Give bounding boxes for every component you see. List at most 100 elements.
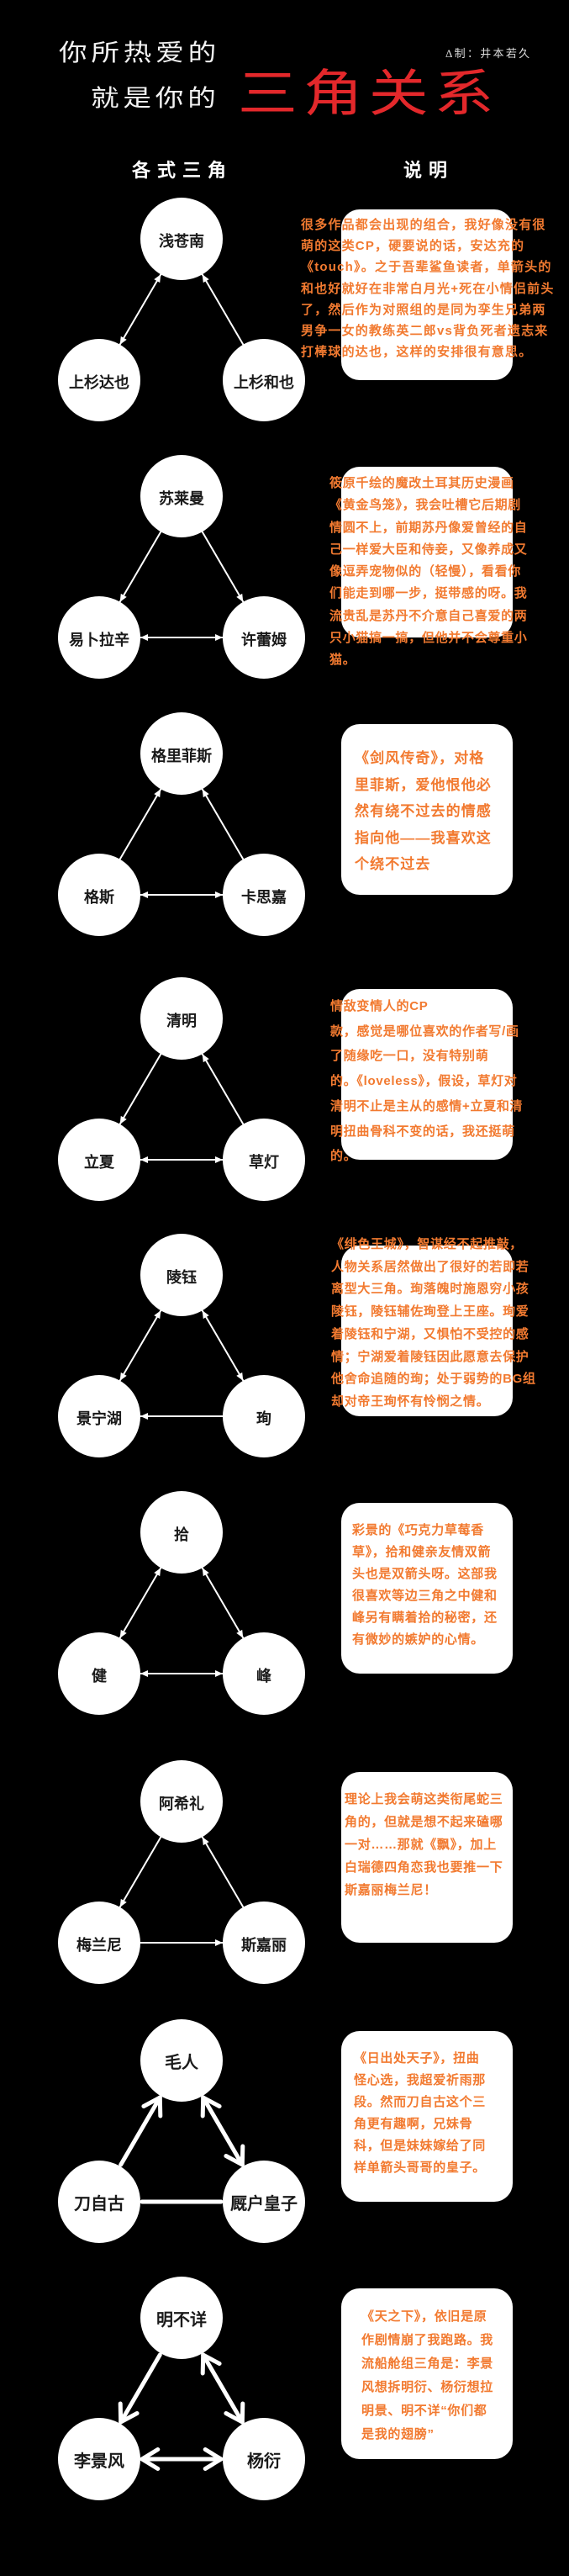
arrowhead-icon [140,1156,148,1163]
description-line: 段。然而刀自古这个三 [354,2095,487,2109]
character-node-left: 梅兰尼 [58,1902,140,1984]
character-name-right: 杨衍 [247,2452,281,2471]
character-node-top: 拾 [140,1491,223,1574]
description-card [341,1503,513,1674]
edge-top-left [119,273,162,346]
arrowhead-icon [119,1115,127,1124]
relationship-edges [119,1053,245,1163]
edge-top-right [201,1309,245,1382]
arrowhead-icon [202,1054,209,1063]
edge-line [201,2095,245,2167]
description-card [341,724,513,895]
title-line-2: 就是你的 [91,86,220,112]
relationship-edges [118,2352,245,2471]
description-line: 情敌变情人的CP [330,999,429,1013]
character-node-top: 格里菲斯 [140,712,223,795]
edge-line [119,531,162,603]
character-node-left: 上杉达也 [58,339,140,421]
description-line: 了，然后作为对照组的是同为孪生兄弟两 [301,302,546,317]
description-card [341,467,513,637]
edge-line [119,2352,162,2425]
description-line: 情圆不上，前期苏丹像爱曾经的自 [329,520,528,535]
edge-top-right [201,531,245,603]
description-line: 明景、明不详“你们都 [361,2404,487,2418]
description-line: 清明不止是主从的感情+立夏和清 [330,1098,524,1113]
edge-line [119,1309,162,1382]
description-text: 理论上我会萌这类衔尾蛇三角的，但就是想不起来磕哪一对……那就《飘》，加上白瑞德四… [345,1788,503,1902]
triangle-section: 阿希礼 梅兰尼 斯嘉丽 理论上我会萌这类衔尾蛇三角的，但就是想不起来磕哪一对……… [0,1751,569,2003]
arrowhead-icon [202,789,209,798]
character-name-right: 卡思嘉 [241,888,287,906]
arrowhead-icon [154,789,161,798]
description-line: 《日出处天子》，扭曲 [354,2051,480,2066]
character-name-left: 上杉达也 [69,373,129,391]
description-card [341,1246,513,1416]
character-node-top: 苏莱曼 [140,455,223,537]
character-name-left: 景宁湖 [76,1410,122,1427]
description-line: 怪心选，我超爱祈雨那 [354,2073,487,2087]
description-line: 款，感觉是哪位喜欢的作者写/画 [330,1024,519,1039]
column-header-triangles: 各式三角 [132,160,234,181]
description-line: 个绕不过去 [355,856,431,872]
description-line: 很喜欢等边三角之中健和 [352,1589,498,1603]
description-card [341,2031,513,2202]
relationship-edges [119,273,245,346]
description-line: 了随缘吃一口，没有特别萌 [330,1049,489,1064]
description-line: 峰另有瞒着拾的秘密，还 [352,1611,498,1625]
character-node-right: 上杉和也 [223,339,305,421]
description-line: 《天之下》，依旧是原 [361,2309,487,2324]
description-line: 们能走到哪一步，挺带感的呀。我 [329,586,528,601]
character-name-right: 上杉和也 [234,373,294,391]
description-line: 男争一女的教练英二郎vs背负死者遗志来 [301,324,549,339]
description-line: 角更有趣啊，兄妹骨 [354,2117,473,2131]
edge-left-right [140,2447,224,2471]
character-name-top: 毛人 [165,2053,198,2072]
character-name-right: 珣 [256,1410,271,1427]
description-line: 草》，拾和健亲友情双箭 [352,1545,492,1559]
edge-line [201,1836,245,1908]
character-node-top: 毛人 [140,2019,223,2102]
arrowhead-icon [154,1310,161,1320]
arrowhead-icon [236,593,244,602]
edge-top-right [201,788,245,860]
description-line: 样单箭头哥哥的皇子。 [354,2161,487,2175]
description-line: 角的，但就是想不起来磕哪 [345,1815,503,1829]
character-name-left: 刀自古 [74,2194,124,2214]
character-name-top: 拾 [174,1526,189,1543]
edge-left-right [140,1156,224,1163]
edge-top-left [119,2095,163,2167]
edge-line [119,1053,162,1125]
arrowhead-icon [154,274,161,283]
edge-line [119,273,162,346]
description-line: 《黄金鸟笼》，我会吐槽它后期剧 [329,498,522,513]
description-line: 只小猫搞一搞，但他并不会尊重小 [329,630,528,645]
character-node-right: 厩户皇子 [223,2161,305,2243]
triangle-section: 陵钰 景宁湖 珣 《绯色王城》，智谋经不起推敲，人物关系居然做出了很好的若即若离… [0,1225,569,1477]
arrowhead-icon [119,1898,127,1907]
edge-line [201,1053,245,1125]
character-node-right: 许蕾姆 [223,596,305,679]
character-node-top: 浅苍南 [140,198,223,280]
description-line: 明扭曲骨科不变的话，我还挺萌 [330,1124,515,1139]
description-line: 理论上我会萌这类衔尾蛇三 [345,1792,503,1806]
arrowhead-icon [119,336,127,345]
relationship-edges [119,1309,245,1420]
description-card [341,2288,513,2459]
description-text: 彩景的《巧克力草莓香草》，拾和健亲友情双箭头也是双箭头呀。这部我很喜欢等边三角之… [352,1520,498,1651]
character-name-right: 厩户皇子 [230,2194,298,2214]
description-line: 里菲斯，爱他恨他必 [355,776,492,793]
description-line: 像逗弄宠物似的（轻慢），看看你 [329,564,522,579]
description-card [341,209,513,380]
character-name-left: 梅兰尼 [76,1936,122,1954]
edge-line [119,788,162,860]
arrowhead-icon [200,2352,222,2376]
arrowhead-icon [140,1670,148,1677]
description-line: 彩景的《巧克力草莓香 [352,1523,485,1537]
arrowhead-icon [119,593,127,602]
edge-top-right [200,2095,245,2167]
description-line: 《剑风传奇》，对格 [355,750,485,766]
description-line: 有微妙的嫉妒的心情。 [352,1632,485,1647]
arrowhead-icon [141,2095,163,2118]
edge-left-right [140,1939,224,1946]
description-line: 的。《loveless》，假设，草灯对 [330,1074,518,1089]
